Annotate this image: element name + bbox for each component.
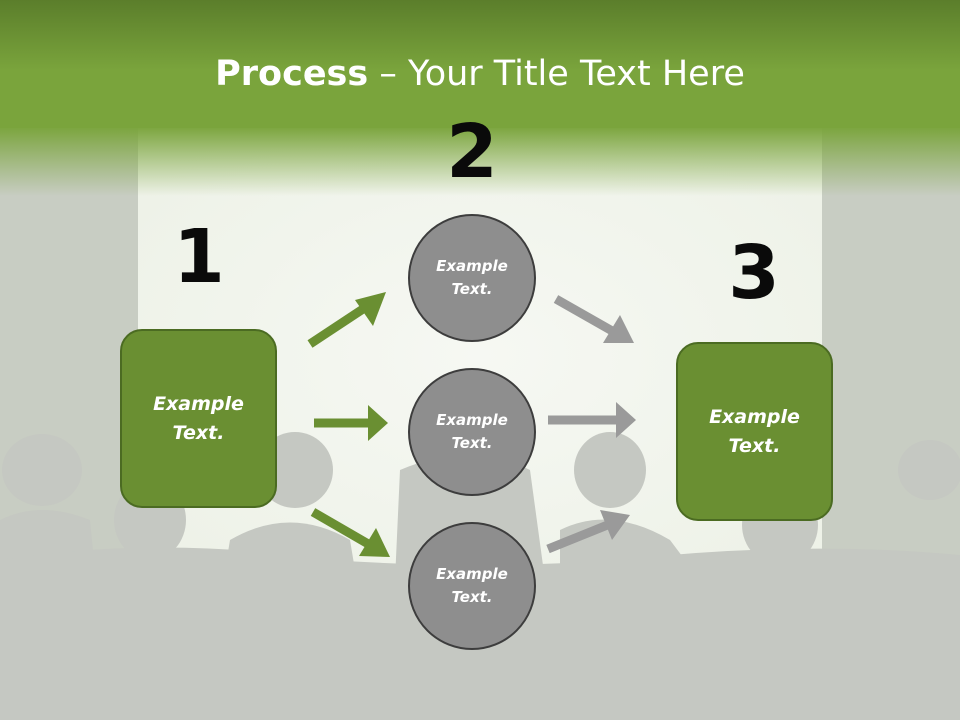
- arrow-circle-1-to-3-head: [603, 315, 634, 343]
- step-3-label: Example Text.: [709, 405, 800, 457]
- arrow-circle-1-to-3-shaft: [553, 295, 617, 336]
- circle-3-label: Example Text.: [436, 565, 508, 606]
- title-rest: – Your Title Text Here: [368, 54, 745, 94]
- step-number-1: 1: [173, 214, 225, 300]
- step-1-box: Example Text.: [120, 329, 277, 508]
- step-1-label: Example Text.: [153, 392, 244, 444]
- arrow-1-to-circle-3-shaft: [310, 508, 373, 549]
- step-number-3: 3: [728, 230, 780, 316]
- step-2-circle-bottom: Example Text.: [408, 522, 536, 650]
- slide-title: Process – Your Title Text Here: [0, 52, 960, 96]
- arrow-1-to-circle-2-head: [368, 405, 388, 441]
- title-bold: Process: [215, 54, 369, 94]
- step-number-2: 2: [446, 109, 498, 195]
- header-band: [0, 0, 960, 128]
- step-3-box: Example Text.: [676, 342, 833, 521]
- arrow-1-to-circle-1-shaft: [307, 303, 369, 348]
- circle-1-label: Example Text.: [436, 257, 508, 298]
- arrow-1-to-circle-3-head: [359, 528, 390, 557]
- arrow-circle-3-to-3-shaft: [546, 519, 612, 554]
- step-2-circle-middle: Example Text.: [408, 368, 536, 496]
- arrow-circle-2-to-3-head: [616, 402, 636, 438]
- arrow-1-to-circle-1-head: [355, 292, 386, 326]
- step-2-circle-top: Example Text.: [408, 214, 536, 342]
- arrow-circle-3-to-3-head: [600, 510, 630, 540]
- circle-2-label: Example Text.: [436, 411, 508, 452]
